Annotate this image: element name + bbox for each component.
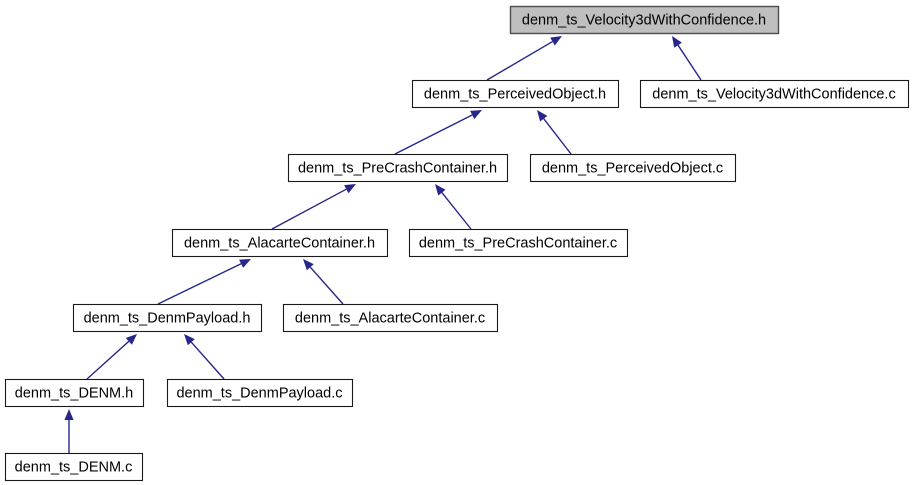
node-box[interactable] xyxy=(408,228,629,258)
edge-layer xyxy=(64,36,702,453)
node-label: denm_ts_PreCrashContainer.h xyxy=(298,160,497,176)
node-box[interactable] xyxy=(509,5,780,35)
graph-node-perceived_c[interactable]: denm_ts_PerceivedObject.c xyxy=(529,153,737,183)
graph-node-denm_h[interactable]: denm_ts_DENM.h xyxy=(4,378,145,408)
graph-node-velocity_c[interactable]: denm_ts_Velocity3dWithConfidence.c xyxy=(639,79,910,109)
node-box[interactable] xyxy=(166,378,354,408)
graph-edge xyxy=(486,36,562,81)
node-box[interactable] xyxy=(171,228,389,258)
graph-edge xyxy=(435,184,472,230)
node-label: denm_ts_Velocity3dWithConfidence.h xyxy=(522,12,766,28)
node-label: denm_ts_AlacarteContainer.c xyxy=(295,310,485,326)
graph-node-alacarte_h[interactable]: denm_ts_AlacarteContainer.h xyxy=(171,228,389,258)
graph-node-alacarte_c[interactable]: denm_ts_AlacarteContainer.c xyxy=(282,303,499,333)
graph-node-precrash_c[interactable]: denm_ts_PreCrashContainer.c xyxy=(408,228,629,258)
graph-edge xyxy=(64,409,74,453)
node-box[interactable] xyxy=(4,452,144,482)
node-box[interactable] xyxy=(529,153,737,183)
node-label: denm_ts_PerceivedObject.h xyxy=(424,86,606,102)
node-box[interactable] xyxy=(411,79,620,109)
graph-node-denm_c[interactable]: denm_ts_DENM.c xyxy=(4,452,144,482)
graph-edge xyxy=(271,184,356,230)
graph-node-payload_h[interactable]: denm_ts_DenmPayload.h xyxy=(72,303,263,333)
graph-edge xyxy=(303,259,344,305)
node-label: denm_ts_DENM.c xyxy=(15,459,133,475)
node-box[interactable] xyxy=(72,303,263,333)
graph-edge xyxy=(86,334,137,380)
node-label: denm_ts_Velocity3dWithConfidence.c xyxy=(652,86,895,102)
node-layer: denm_ts_Velocity3dWithConfidence.h denm_t… xyxy=(4,5,910,482)
node-label: denm_ts_DENM.h xyxy=(15,385,133,401)
node-label: denm_ts_AlacarteContainer.h xyxy=(184,235,375,251)
node-label: denm_ts_DenmPayload.h xyxy=(84,310,251,326)
node-box[interactable] xyxy=(639,79,910,109)
node-label: denm_ts_PerceivedObject.c xyxy=(542,160,723,176)
graph-edge xyxy=(184,334,225,380)
graph-edge xyxy=(394,110,482,155)
graph-node-precrash_h[interactable]: denm_ts_PreCrashContainer.h xyxy=(287,153,509,183)
graph-node-payload_c[interactable]: denm_ts_DenmPayload.c xyxy=(166,378,354,408)
node-label: denm_ts_DenmPayload.c xyxy=(176,385,342,401)
graph-node-velocity_h[interactable]: denm_ts_Velocity3dWithConfidence.h xyxy=(509,5,780,35)
node-box[interactable] xyxy=(282,303,499,333)
graph-edge xyxy=(672,36,702,81)
graph-edge xyxy=(537,110,572,155)
graph-node-perceived_h[interactable]: denm_ts_PerceivedObject.h xyxy=(411,79,620,109)
node-box[interactable] xyxy=(4,378,145,408)
node-label: denm_ts_PreCrashContainer.c xyxy=(419,235,617,251)
graph-edge xyxy=(157,259,251,305)
node-box[interactable] xyxy=(287,153,509,183)
